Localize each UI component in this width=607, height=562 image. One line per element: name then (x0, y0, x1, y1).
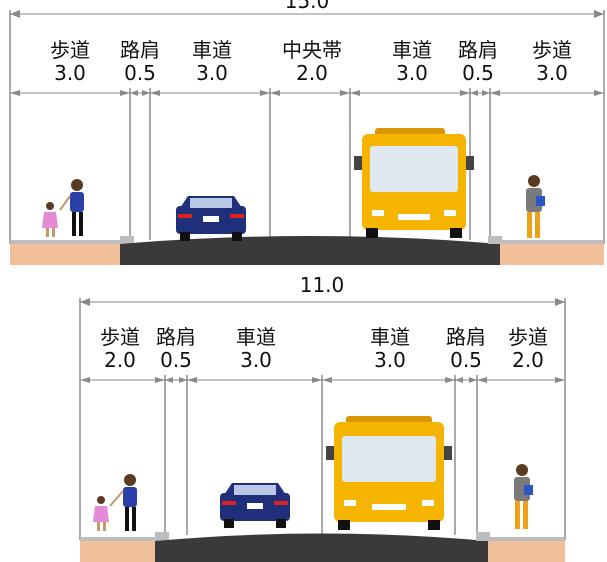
bottom-lane-5-name: 路肩 (446, 325, 486, 349)
car-rear-icon (176, 196, 246, 241)
pedestrian-adult-icon (514, 464, 533, 529)
bottom-lane-6-name: 歩道 (508, 325, 548, 349)
bottom-cross-section: 11.0 歩道 2.0 路肩 0.5 車道 3.0 車道 3.0 路肩 0.5 … (79, 273, 566, 562)
bus-front-icon (326, 416, 452, 530)
top-lane-1-name: 歩道 (50, 38, 90, 62)
bottom-lane-4-name: 車道 (370, 325, 410, 349)
bottom-lane-4-width: 3.0 (374, 348, 406, 372)
bottom-lane-2-name: 路肩 (156, 325, 196, 349)
pedestrian-adult-icon (526, 175, 545, 238)
top-lane-7-name: 歩道 (532, 38, 572, 62)
top-lane-2-width: 0.5 (124, 61, 156, 85)
bottom-lane-1-name: 歩道 (100, 325, 140, 349)
top-lane-3-name: 車道 (192, 38, 232, 62)
bottom-lane-6-width: 2.0 (512, 348, 544, 372)
top-lane-1-width: 3.0 (54, 61, 86, 85)
top-lane-6-width: 0.5 (462, 61, 494, 85)
top-lane-4-name: 中央帯 (282, 38, 342, 62)
pedestrian-child-icon (42, 202, 58, 237)
car-rear-icon (220, 483, 290, 528)
top-lane-6-name: 路肩 (458, 38, 498, 62)
bottom-road-surface (80, 532, 565, 562)
pedestrian-adult-icon (109, 474, 137, 531)
top-lane-5-name: 車道 (392, 38, 432, 62)
bus-front-icon (354, 128, 474, 238)
top-total-width: 15.0 (285, 0, 330, 13)
top-lane-3-width: 3.0 (196, 61, 228, 85)
top-lane-4-width: 2.0 (296, 61, 328, 85)
pedestrian-adult-icon (59, 179, 84, 236)
bottom-lane-2-width: 0.5 (160, 348, 192, 372)
bottom-lane-5-width: 0.5 (450, 348, 482, 372)
top-cross-section: 15.0 歩道 3.0 路肩 0.5 車道 3.0 中央帯 2.0 車道 3.0 (9, 0, 605, 265)
pedestrian-child-icon (93, 496, 109, 531)
top-road-surface (10, 236, 604, 265)
bottom-total-width: 11.0 (300, 273, 345, 297)
bottom-lane-3-width: 3.0 (240, 348, 272, 372)
bottom-lane-1-width: 2.0 (104, 348, 136, 372)
top-lane-7-width: 3.0 (536, 61, 568, 85)
bottom-lane-3-name: 車道 (236, 325, 276, 349)
top-lane-2-name: 路肩 (120, 38, 160, 62)
top-lane-5-width: 3.0 (396, 61, 428, 85)
